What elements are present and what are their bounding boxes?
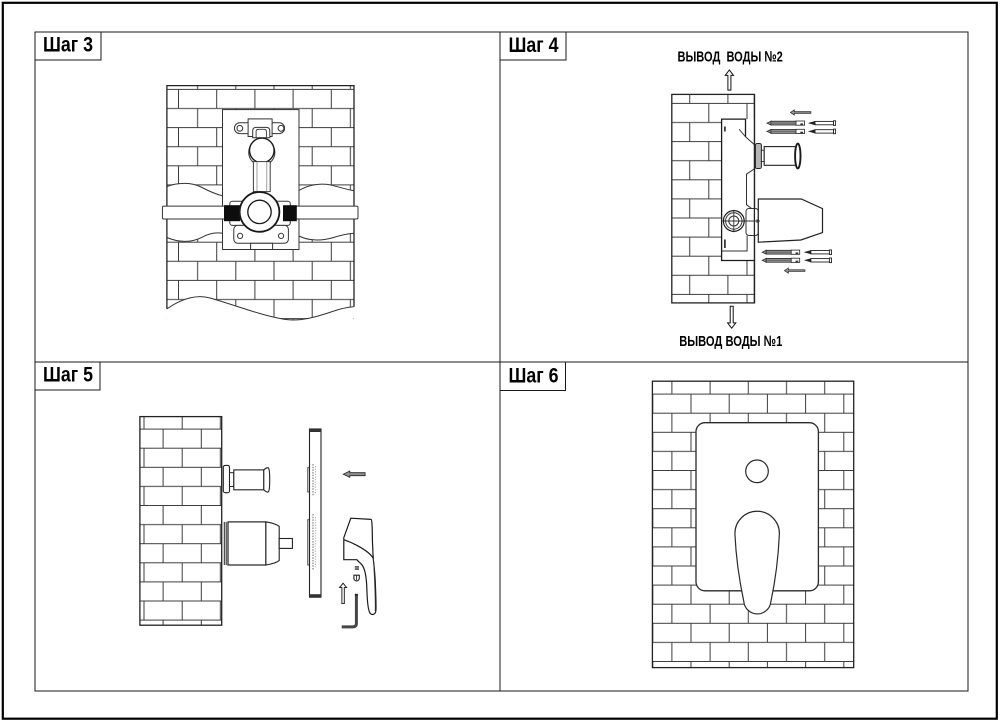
svg-text:Шаг 6: Шаг 6	[509, 363, 559, 388]
svg-text:Шаг 3: Шаг 3	[43, 32, 93, 57]
svg-text:Шаг 5: Шаг 5	[43, 362, 93, 387]
svg-text:Шаг 4: Шаг 4	[509, 32, 559, 57]
svg-text:ВЫВОД ВОДЫ №2: ВЫВОД ВОДЫ №2	[678, 49, 783, 66]
svg-text:ВЫВОД ВОДЫ №1: ВЫВОД ВОДЫ №1	[679, 333, 782, 350]
